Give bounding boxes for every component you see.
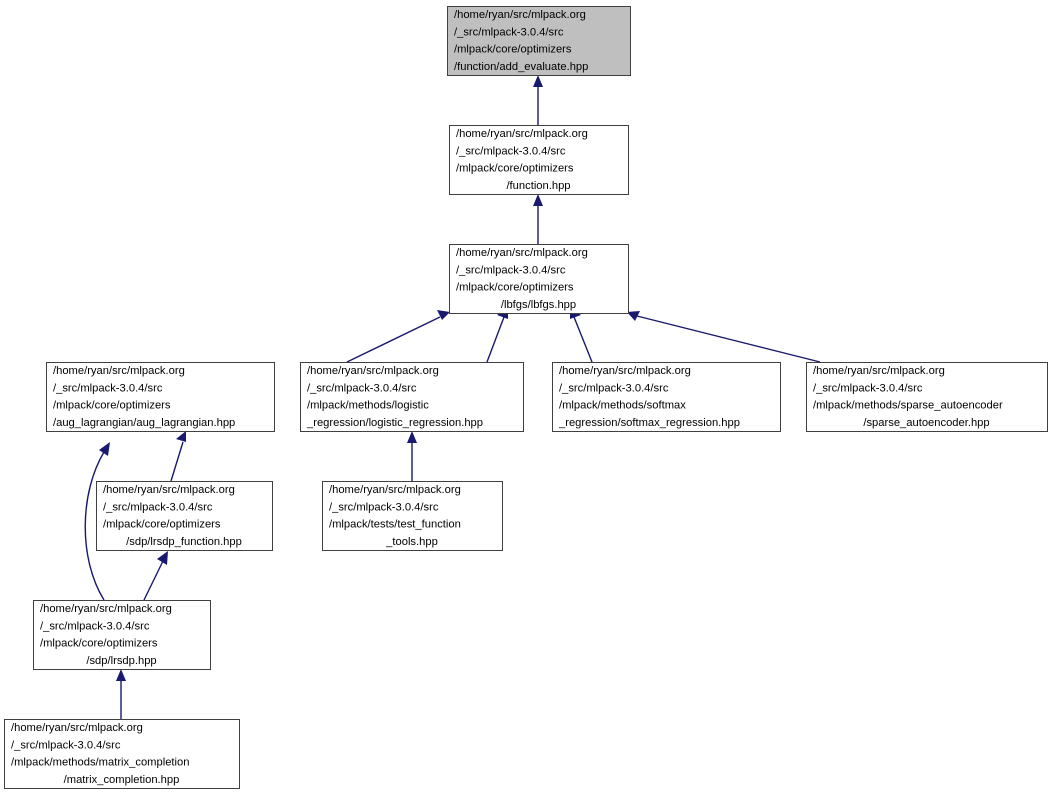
edge-matrix-completion-to-lrsdp	[116, 669, 126, 719]
node-label-line: /home/ryan/src/mlpack.org	[103, 484, 235, 496]
node-label-line: /aug_lagrangian/aug_lagrangian.hpp	[53, 417, 235, 429]
edge-test-function-tools-to-logistic-regression	[407, 431, 417, 481]
edge-line	[636, 315, 821, 363]
arrowhead-icon	[533, 194, 543, 206]
node-label-line: /_src/mlpack-3.0.4/src	[103, 501, 213, 513]
edge-line	[84, 451, 105, 601]
node-lrsdp-function-hpp[interactable]: /home/ryan/src/mlpack.org /_src/mlpack-3.…	[96, 481, 273, 551]
node-label-line: _regression/softmax_regression.hpp	[558, 417, 740, 429]
node-label-line: /_src/mlpack-3.0.4/src	[53, 382, 163, 394]
node-label-line: /sparse_autoencoder.hpp	[863, 417, 989, 429]
arrowhead-icon	[407, 431, 417, 443]
nodes-layer: /home/ryan/src/mlpack.org /_src/mlpack-3.…	[4, 6, 1048, 789]
node-label-line: /mlpack/core/optimizers	[40, 638, 158, 650]
node-label-line: /home/ryan/src/mlpack.org	[559, 365, 691, 377]
edge-line	[346, 316, 441, 363]
node-label-line: /home/ryan/src/mlpack.org	[40, 603, 172, 615]
node-label-line: /home/ryan/src/mlpack.org	[53, 365, 185, 377]
node-label-line: /sdp/lrsdp.hpp	[86, 655, 156, 667]
node-box[interactable]	[46, 362, 275, 432]
node-label-line: /mlpack/methods/logistic	[307, 400, 429, 412]
edge-lrsdp-to-lrsdp-function	[143, 551, 168, 601]
node-label-line: /home/ryan/src/mlpack.org	[456, 128, 588, 140]
node-box[interactable]	[300, 362, 524, 432]
node-label-line: /_src/mlpack-3.0.4/src	[307, 382, 417, 394]
edge-aug-lagrangian-to-lbfgs	[346, 310, 450, 363]
node-label-line: /function.hpp	[506, 180, 570, 192]
node-box[interactable]	[449, 125, 629, 195]
node-label-line: /mlpack/methods/sparse_autoencoder	[813, 400, 1003, 412]
node-logistic-regression-hpp[interactable]: /home/ryan/src/mlpack.org /_src/mlpack-3.…	[300, 362, 524, 432]
node-label-line: _regression/logistic_regression.hpp	[306, 417, 483, 429]
node-label-line: /mlpack/methods/matrix_completion	[11, 757, 189, 769]
edge-lrsdp-to-aug-lagrangian	[84, 442, 110, 601]
arrowhead-icon	[157, 551, 168, 565]
node-label-line: /_src/mlpack-3.0.4/src	[813, 382, 923, 394]
node-box[interactable]	[806, 362, 1048, 432]
node-box[interactable]	[96, 481, 273, 551]
node-label-line: /home/ryan/src/mlpack.org	[456, 247, 588, 259]
node-label-line: /_src/mlpack-3.0.4/src	[40, 620, 150, 632]
node-label-line: /mlpack/core/optimizers	[456, 163, 574, 175]
node-box[interactable]	[33, 600, 211, 670]
node-label-line: /_src/mlpack-3.0.4/src	[456, 145, 566, 157]
edge-sparse-autoencoder-to-lbfgs	[627, 311, 821, 363]
arrowhead-icon	[627, 311, 640, 321]
node-label-line: /mlpack/core/optimizers	[53, 400, 171, 412]
node-label-line: /_src/mlpack-3.0.4/src	[11, 739, 121, 751]
node-label-line: /home/ryan/src/mlpack.org	[813, 365, 945, 377]
node-label-line: /mlpack/core/optimizers	[454, 44, 572, 56]
edge-lrsdp-function-to-aug-lagrangian	[170, 431, 186, 482]
node-add-evaluate-hpp[interactable]: /home/ryan/src/mlpack.org /_src/mlpack-3.…	[447, 6, 631, 76]
edge-lbfgs-to-function	[533, 194, 543, 244]
node-function-hpp[interactable]: /home/ryan/src/mlpack.org /_src/mlpack-3.…	[449, 125, 629, 195]
node-label-line: /_src/mlpack-3.0.4/src	[454, 26, 564, 38]
node-label-line: /sdp/lrsdp_function.hpp	[126, 536, 242, 548]
node-box[interactable]	[449, 244, 629, 314]
node-label-line: /mlpack/core/optimizers	[456, 282, 574, 294]
node-label-line: /home/ryan/src/mlpack.org	[11, 722, 143, 734]
node-label-line: /_src/mlpack-3.0.4/src	[329, 501, 439, 513]
edge-function-to-add-evaluate	[533, 75, 543, 125]
edge-line	[170, 441, 184, 482]
node-lbfgs-hpp[interactable]: /home/ryan/src/mlpack.org /_src/mlpack-3.…	[449, 244, 629, 314]
edge-line	[143, 560, 164, 601]
node-label-line: _tools.hpp	[385, 536, 438, 548]
node-label-line: /_src/mlpack-3.0.4/src	[456, 264, 566, 276]
node-label-line: /lbfgs/lbfgs.hpp	[501, 299, 576, 311]
edge-line	[573, 316, 593, 363]
node-label-line: /matrix_completion.hpp	[64, 774, 180, 786]
arrowhead-icon	[176, 431, 186, 442]
node-label-line: /function/add_evaluate.hpp	[454, 61, 588, 73]
node-label-line: /mlpack/core/optimizers	[103, 519, 221, 531]
arrowhead-icon	[116, 669, 126, 681]
node-label-line: /mlpack/tests/test_function	[329, 519, 461, 531]
node-box[interactable]	[552, 362, 781, 432]
node-label-line: /_src/mlpack-3.0.4/src	[559, 382, 669, 394]
node-label-line: /home/ryan/src/mlpack.org	[329, 484, 461, 496]
node-box[interactable]	[322, 481, 503, 551]
node-matrix-completion-hpp[interactable]: /home/ryan/src/mlpack.org /_src/mlpack-3.…	[4, 719, 240, 789]
arrowhead-icon	[99, 442, 110, 456]
node-test-function-tools-hpp[interactable]: /home/ryan/src/mlpack.org /_src/mlpack-3.…	[322, 481, 503, 551]
edge-line	[486, 316, 505, 363]
node-box[interactable]	[4, 719, 240, 789]
node-label-line: /mlpack/methods/softmax	[559, 400, 686, 412]
arrowhead-icon	[437, 310, 450, 320]
node-label-line: /home/ryan/src/mlpack.org	[454, 9, 586, 21]
node-aug-lagrangian-hpp[interactable]: /home/ryan/src/mlpack.org /_src/mlpack-3.…	[46, 362, 275, 432]
arrowhead-icon	[533, 75, 543, 87]
node-softmax-regression-hpp[interactable]: /home/ryan/src/mlpack.org /_src/mlpack-3.…	[552, 362, 781, 432]
node-lrsdp-hpp[interactable]: /home/ryan/src/mlpack.org /_src/mlpack-3.…	[33, 600, 211, 670]
node-sparse-autoencoder-hpp[interactable]: /home/ryan/src/mlpack.org /_src/mlpack-3.…	[806, 362, 1048, 432]
node-box[interactable]	[447, 6, 631, 76]
node-label-line: /home/ryan/src/mlpack.org	[307, 365, 439, 377]
